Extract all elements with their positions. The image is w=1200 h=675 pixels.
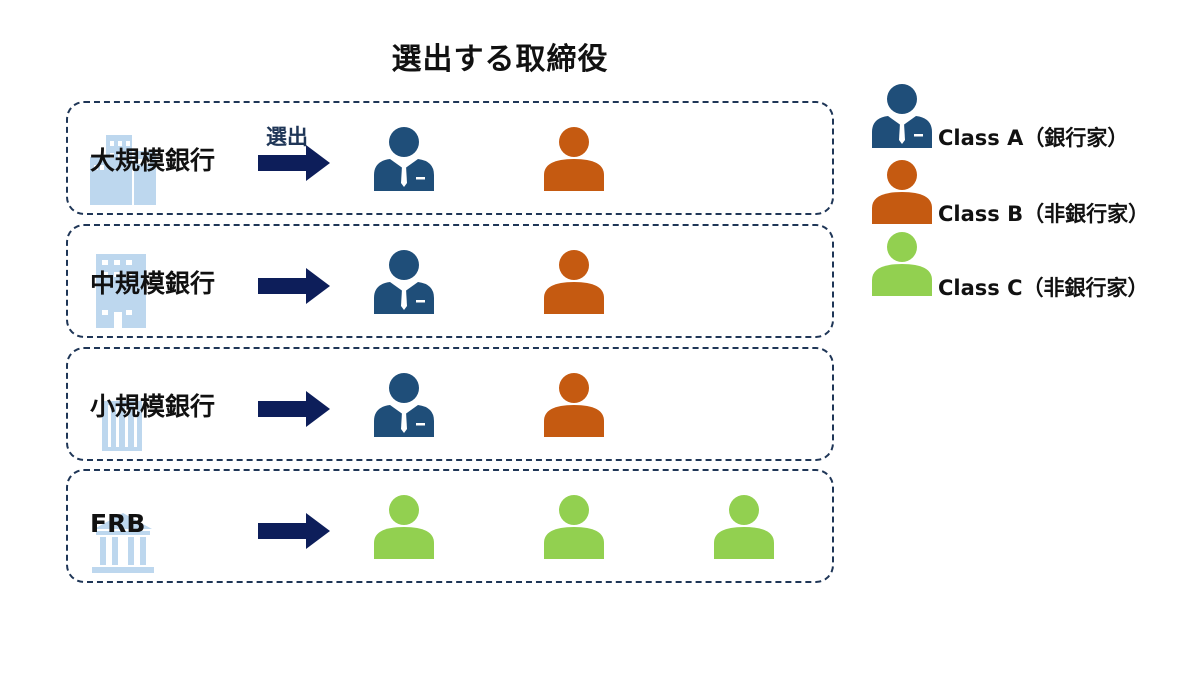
class-b-director-icon [544, 373, 604, 437]
class-b-director-icon [544, 127, 604, 191]
arrow-right-icon [258, 145, 330, 181]
row-label: 中規模銀行 [90, 269, 216, 298]
row-label: FRB [90, 509, 146, 538]
arrow-right-icon [258, 268, 330, 304]
legend-label: Class C（非銀行家） [938, 276, 1149, 300]
person-icon [872, 232, 932, 296]
arrow-right-icon [258, 513, 330, 549]
row-medium-banks: 中規模銀行 [66, 224, 834, 338]
arrow-caption: 選出 [266, 125, 308, 149]
class-a-director-icon [374, 127, 434, 191]
office-building-icon [96, 254, 146, 328]
legend-label: Class B（非銀行家） [938, 202, 1150, 226]
row-small-banks: 小規模銀行 [66, 347, 834, 461]
small-building-icon [102, 401, 142, 451]
person-icon [872, 160, 932, 224]
class-c-director-icon [544, 495, 604, 559]
bank-icon [92, 513, 154, 573]
class-b-director-icon [544, 250, 604, 314]
office-towers-icon [90, 135, 156, 205]
banker-person-icon [872, 84, 932, 148]
class-a-director-icon [374, 250, 434, 314]
row-frb: FRB [66, 469, 834, 583]
diagram-title: 選出する取締役 [391, 42, 609, 77]
legend-label: Class A（銀行家） [938, 126, 1129, 150]
row-large-banks: 大規模銀行 選出 [66, 101, 834, 215]
class-c-director-icon [374, 495, 434, 559]
row-label: 小規模銀行 [90, 392, 216, 421]
class-c-director-icon [714, 495, 774, 559]
class-a-director-icon [374, 373, 434, 437]
row-label: 大規模銀行 [90, 146, 216, 175]
arrow-right-icon [258, 391, 330, 427]
